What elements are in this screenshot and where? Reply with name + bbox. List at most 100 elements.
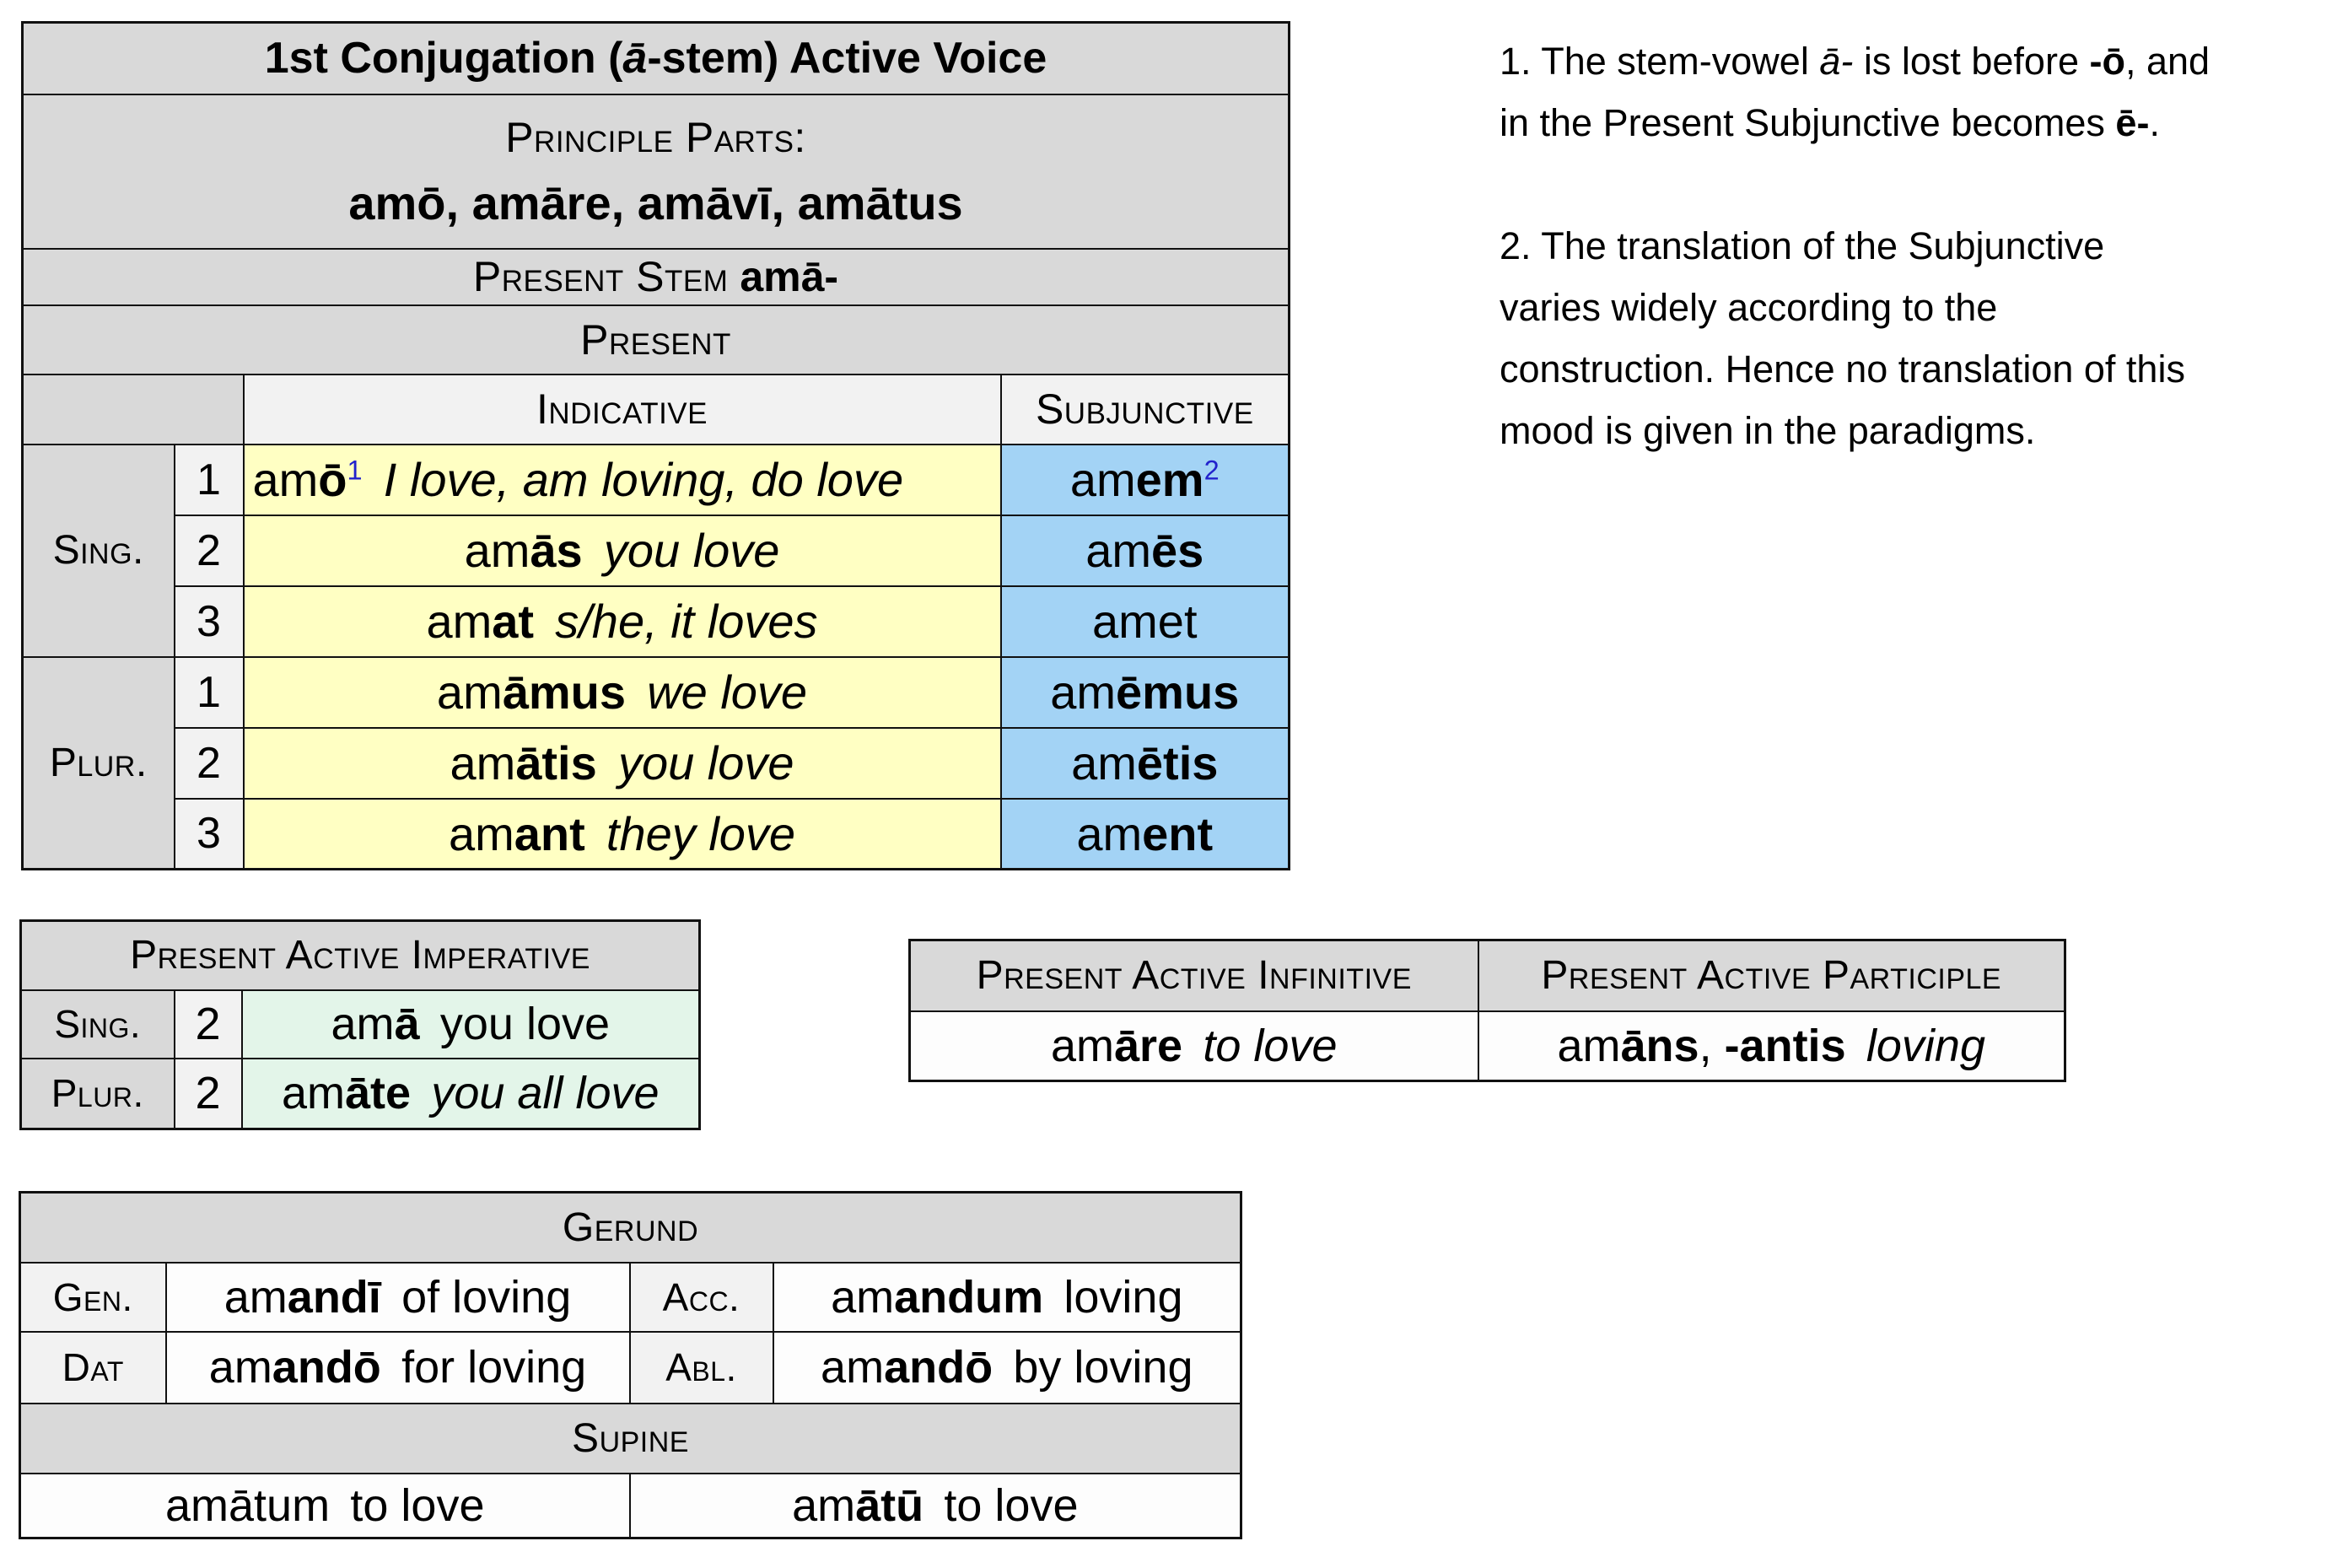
- latin-ending: āns: [1620, 1020, 1699, 1071]
- latin-ending: ātū: [855, 1479, 924, 1531]
- imperative-title: Present Active Imperative: [19, 919, 701, 991]
- conjugation-table: 1st Conjugation (ā-stem) Active Voice Pr…: [21, 21, 1291, 870]
- note-text: mood is given in the paradigms.: [1500, 409, 2036, 452]
- person-number: 3: [173, 585, 245, 658]
- latin-ending: ant: [514, 806, 585, 860]
- translation: of loving: [401, 1271, 572, 1323]
- translation: we love: [647, 665, 808, 719]
- title-pre: 1st Conjugation (: [264, 34, 623, 84]
- note-text: , and: [2124, 40, 2210, 83]
- corner-cell: [21, 373, 245, 445]
- gerund-title: Gerund: [19, 1191, 1242, 1264]
- principle-parts-label: Principle Parts:: [505, 113, 806, 161]
- person-number: 2: [173, 726, 245, 800]
- present-stem-value: amā-: [740, 253, 839, 300]
- subjunctive-cell: amēs: [999, 514, 1290, 587]
- person-number: 2: [173, 514, 245, 587]
- latin-stem: am: [223, 1271, 288, 1323]
- latin-stem: am: [821, 1342, 885, 1393]
- latin-ending: andō: [272, 1342, 381, 1393]
- translation: loving: [1063, 1271, 1183, 1323]
- gerund-cell-accusative: amandum loving: [772, 1261, 1242, 1333]
- translation: you love: [439, 999, 611, 1049]
- participle-title: Present Active Participle: [1477, 939, 2066, 1012]
- title-post: -stem) Active Voice: [647, 34, 1047, 84]
- latin-ending: āte: [345, 1068, 412, 1119]
- latin-ending: andō: [884, 1342, 993, 1393]
- latin-ending: ātis: [515, 736, 597, 789]
- subjunctive-cell: amēmus: [999, 655, 1290, 729]
- latin-stem: am: [436, 665, 503, 719]
- latin-stem: am: [1071, 736, 1137, 789]
- latin-ending-genitive: -antis: [1724, 1020, 1846, 1071]
- supine-cell-accusative: amātum to love: [19, 1472, 631, 1539]
- note-text-bold: ē-: [2115, 101, 2150, 144]
- title-stem-vowel: ā: [622, 34, 648, 84]
- person-number: 2: [173, 989, 243, 1059]
- group-label-plural: Plur.: [21, 655, 175, 870]
- subjunctive-cell: amētis: [999, 726, 1290, 800]
- separator: ,: [1699, 1020, 1725, 1071]
- latin-ending: andum: [894, 1271, 1044, 1323]
- indicative-cell: amās you love: [242, 514, 1002, 587]
- translation: for loving: [401, 1342, 587, 1393]
- person-number: 1: [173, 655, 245, 729]
- subjunctive-cell: amem2: [999, 443, 1290, 516]
- note-text-italic: ā-: [1819, 40, 1854, 83]
- latin-stem: am: [282, 1068, 346, 1119]
- latin-stem: am: [1085, 524, 1151, 577]
- gerund-cell-dative: amandō for loving: [164, 1330, 631, 1404]
- latin-ending: ēmus: [1116, 665, 1240, 719]
- latin-stem: am: [448, 806, 514, 860]
- latin-word: amātum: [165, 1479, 331, 1531]
- infinitive-participle-table: Present Active Infinitive Present Active…: [908, 939, 2066, 1082]
- principle-parts-cell: Principle Parts: amō, amāre, amāvī, amāt…: [21, 93, 1290, 250]
- indicative-header: Indicative: [242, 373, 1002, 445]
- translation: to love: [1203, 1020, 1338, 1071]
- latin-ending: ā: [394, 999, 420, 1049]
- present-stem-label: Present Stem: [472, 253, 729, 300]
- note-text: 1. The stem-vowel: [1500, 40, 1820, 83]
- translation: you all love: [431, 1068, 660, 1119]
- latin-stem: am: [1557, 1020, 1621, 1071]
- supine-title: Supine: [19, 1402, 1242, 1474]
- person-number: 3: [173, 797, 245, 870]
- latin-stem: am: [464, 524, 530, 577]
- case-label-genitive: Gen.: [19, 1261, 167, 1333]
- latin-stem: am: [426, 595, 493, 648]
- note-text: 2. The translation of the Subjunctive: [1500, 224, 2105, 267]
- translation: loving: [1866, 1020, 1985, 1071]
- participle-cell: amāns, -antis loving: [1477, 1010, 2066, 1082]
- note-text: varies widely according to the: [1500, 286, 1998, 329]
- latin-ending: at: [492, 595, 535, 648]
- translation: by loving: [1013, 1342, 1193, 1393]
- latin-ending: ās: [530, 524, 583, 577]
- latin-stem: am: [208, 1342, 272, 1393]
- translation: I love, am loving, do love: [383, 453, 904, 506]
- latin-ending: āre: [1114, 1020, 1183, 1071]
- footnote-1: 1. The stem-vowel ā- is lost before -ō, …: [1500, 30, 2337, 154]
- latin-stem: am: [1076, 806, 1143, 860]
- translation: to love: [350, 1479, 485, 1531]
- translation: you love: [603, 524, 780, 577]
- group-label-singular: Sing.: [19, 989, 175, 1059]
- latin-stem: am: [831, 1271, 895, 1323]
- footnote-2: 2. The translation of the Subjunctive va…: [1500, 215, 2337, 461]
- latin-word: amet: [1092, 595, 1198, 648]
- imperative-cell: amāte you all love: [240, 1057, 701, 1130]
- latin-stem: am: [1069, 453, 1136, 506]
- latin-stem: am: [450, 736, 516, 789]
- note-text: .: [2149, 101, 2160, 144]
- note-text: in the Present Subjunctive becomes: [1500, 101, 2116, 144]
